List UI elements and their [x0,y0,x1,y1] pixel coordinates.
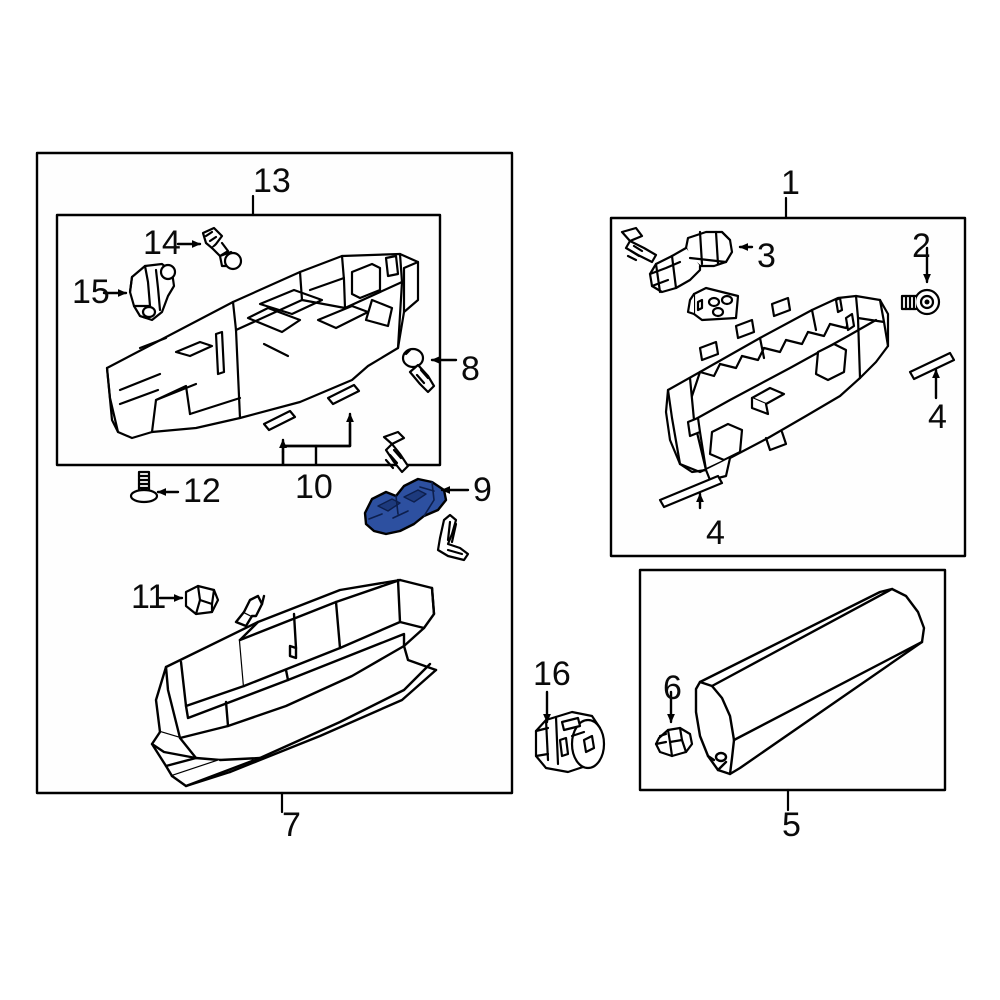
part-6-trim-clip [654,726,694,758]
callout-label-10: 10 [295,468,333,506]
callout-label-7: 7 [282,806,301,844]
callout-label-5: 5 [782,806,801,844]
callout-label-15: 15 [72,273,110,311]
callout-label-4-left: 4 [706,514,725,552]
part-3-latch-striker-bracket [648,230,734,294]
part-9-glove-box-latch-handle [363,477,448,536]
part-15-damper-cylinder [128,262,177,322]
part-11-bumper-stopper [184,584,220,616]
part-3-striker-plate [686,286,740,322]
part-16-power-outlet-socket [534,710,606,774]
callout-label-2: 2 [912,227,931,265]
callout-label-9: 9 [473,471,492,509]
latch-hook-bracket [436,513,470,562]
callout-label-3: 3 [757,237,776,275]
callout-label-6: 6 [663,669,682,707]
part-1-glove-box-frame [664,294,890,482]
part-2-push-pin-retainer [900,288,941,316]
callout-label-8: 8 [461,350,480,388]
callout-label-16: 16 [533,655,571,693]
part-8-ball-stud [401,347,436,394]
part-14-damper-rod-pin [201,226,243,271]
leader-lines [102,240,940,724]
callout-label-11: 11 [131,578,167,616]
part-7-glove-box-bin [150,578,438,788]
callout-label-4-right: 4 [928,398,947,436]
callout-label-12: 12 [183,472,221,510]
callout-label-14: 14 [143,224,181,262]
callout-label-13: 13 [253,162,291,200]
callout-label-1: 1 [781,164,800,202]
part-4-hinge-rods [658,351,956,509]
part-12-mounting-screw [129,470,159,504]
part-3-striker-bolt [620,226,658,264]
part-9-mounting-bolt [382,430,410,474]
part-13-door-inner-panel [105,252,420,440]
part-5-door-trim-panel [694,587,926,776]
part-10-hinge-pivot-pins [262,383,361,432]
